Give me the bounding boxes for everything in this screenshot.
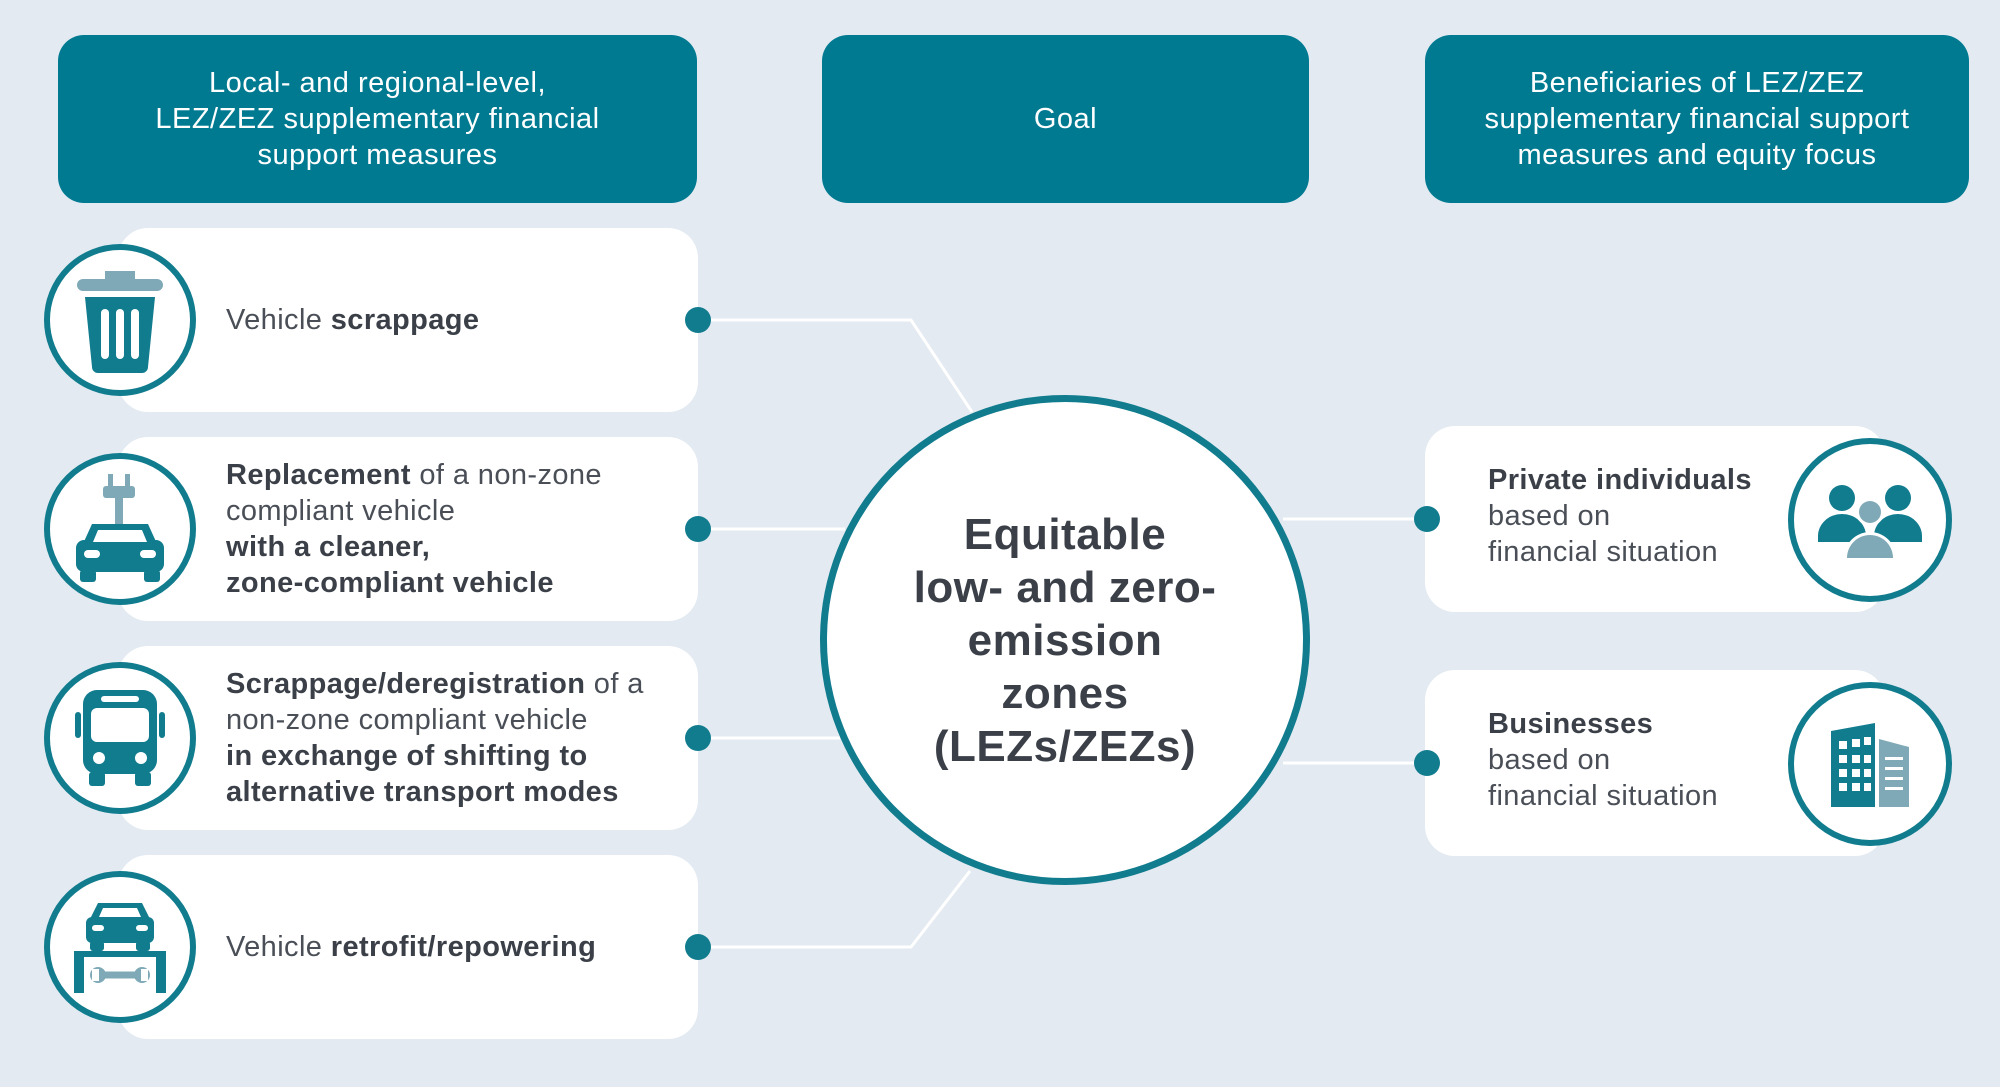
- office-building-icon: [1788, 682, 1952, 846]
- beneficiary-text-0: Private individuals based on financial sit…: [1488, 462, 1752, 570]
- text-line: compliant vehicle: [226, 493, 602, 529]
- header-goal-text: Goal: [1033, 103, 1098, 135]
- text-line: with a cleaner,: [226, 529, 602, 565]
- text: financial situation: [1488, 780, 1719, 812]
- people-group-icon: [1788, 438, 1952, 602]
- header-measures: Local- and regional-level, LEZ/ZEZ suppl…: [58, 35, 697, 203]
- text: of a non-zone: [410, 459, 602, 491]
- text-line: financial situation: [1488, 778, 1718, 814]
- text: Vehicle: [226, 931, 331, 963]
- connector-dot-retrofit: [685, 934, 711, 960]
- bold-text: Replacement: [226, 459, 411, 491]
- text-line: Vehicle scrappage: [226, 302, 479, 338]
- text: based on: [1488, 744, 1611, 776]
- bold-text: retrofit/repowering: [330, 931, 597, 963]
- bold-text: in exchange of shifting to: [226, 740, 588, 772]
- trash-can-icon: [44, 244, 196, 396]
- bold-text: scrappage: [330, 304, 480, 336]
- header-beneficiaries: Beneficiaries of LEZ/ZEZ supplementary f…: [1425, 35, 1969, 203]
- text-line: based on: [1488, 742, 1718, 778]
- measure-card-replacement: [118, 437, 698, 621]
- bold-text: alternative transport modes: [226, 776, 619, 808]
- text: based on: [1488, 500, 1611, 532]
- bus-icon: [44, 662, 196, 814]
- text: of a: [585, 668, 644, 700]
- car-charging-icon: [44, 453, 196, 605]
- text-line: Replacement of a non-zone: [226, 457, 602, 493]
- measure-text-0: Vehicle scrappage: [226, 302, 479, 338]
- header-measures-text: Local- and regional-level, LEZ/ZEZ suppl…: [155, 67, 600, 171]
- text-line: Vehicle retrofit/repowering: [226, 929, 596, 965]
- beneficiary-text-1: Businesses based on financial situation: [1488, 706, 1718, 814]
- measure-card-scrappage: [118, 228, 698, 412]
- connector-dot-replacement: [685, 516, 711, 542]
- goal-text: Equitable low- and zero- emission zones …: [913, 509, 1217, 771]
- text-line: zone-compliant vehicle: [226, 565, 602, 601]
- header-goal: Goal: [822, 35, 1309, 203]
- text: non-zone compliant vehicle: [226, 704, 588, 736]
- text: Vehicle: [226, 304, 331, 336]
- measure-text-3: Vehicle retrofit/repowering: [226, 929, 596, 965]
- connector-retrofit: [698, 870, 972, 949]
- connector-scrappage: [698, 318, 974, 413]
- text-line: Businesses: [1488, 706, 1718, 742]
- bold-text: Businesses: [1488, 708, 1654, 740]
- bold-text: Private individuals: [1488, 464, 1752, 496]
- text-line: non-zone compliant vehicle: [226, 702, 644, 738]
- text-line: alternative transport modes: [226, 774, 644, 810]
- measure-card-deregistration: [118, 646, 698, 830]
- connector-dot-businesses: [1414, 750, 1440, 776]
- text-line: Scrappage/deregistration of a: [226, 666, 644, 702]
- goal-circle: Equitable low- and zero- emission zones …: [820, 395, 1310, 885]
- text-line: financial situation: [1488, 534, 1752, 570]
- text: financial situation: [1488, 536, 1719, 568]
- text: compliant vehicle: [226, 495, 456, 527]
- car-lift-wrench-icon: [44, 871, 196, 1023]
- measure-card-retrofit: [118, 855, 698, 1039]
- bold-text: with a cleaner,: [226, 531, 431, 563]
- header-beneficiaries-text: Beneficiaries of LEZ/ZEZ supplementary f…: [1484, 67, 1910, 171]
- connector-dot-deregistration: [685, 725, 711, 751]
- connector-dot-scrappage: [685, 307, 711, 333]
- bold-text: Scrappage/deregistration: [226, 668, 586, 700]
- text-line: in exchange of shifting to: [226, 738, 644, 774]
- text-line: Private individuals: [1488, 462, 1752, 498]
- connector-dot-private: [1414, 506, 1440, 532]
- bold-text: zone-compliant vehicle: [226, 567, 554, 599]
- text-line: based on: [1488, 498, 1752, 534]
